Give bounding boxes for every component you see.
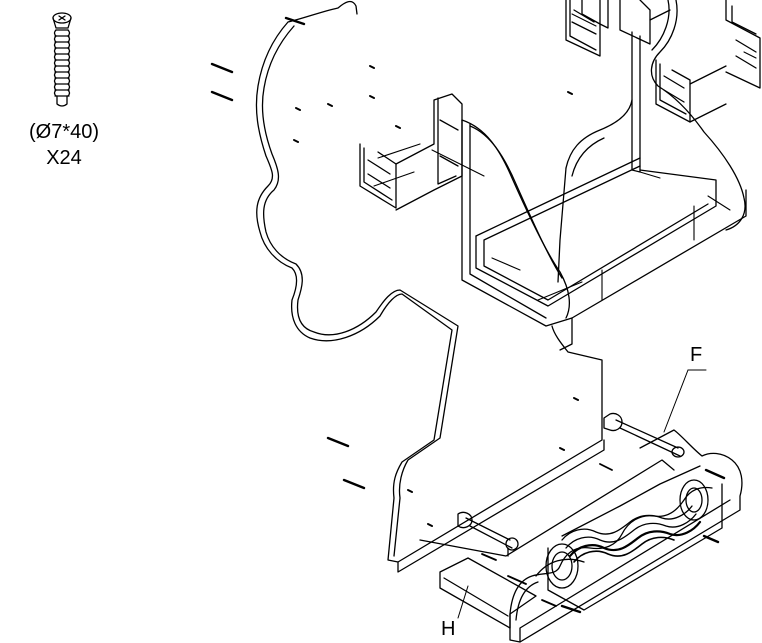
part-label-h: H bbox=[441, 618, 456, 640]
hardware-spec-label: (Ø7*40) bbox=[28, 121, 100, 143]
hardware-quantity-label: X24 bbox=[46, 147, 82, 169]
top-frame bbox=[566, 0, 670, 56]
side-panel-right bbox=[632, 0, 760, 230]
leader-lines bbox=[458, 370, 706, 618]
base-assembly bbox=[398, 413, 742, 642]
screw-icon bbox=[53, 13, 71, 106]
dowel-dots bbox=[294, 66, 578, 526]
connector-bolts bbox=[374, 14, 756, 300]
part-label-f: F bbox=[690, 344, 703, 366]
bolts bbox=[212, 18, 724, 612]
bracket-upper-left bbox=[360, 94, 462, 210]
seat-box bbox=[462, 100, 746, 350]
side-panel-left bbox=[256, 2, 602, 562]
